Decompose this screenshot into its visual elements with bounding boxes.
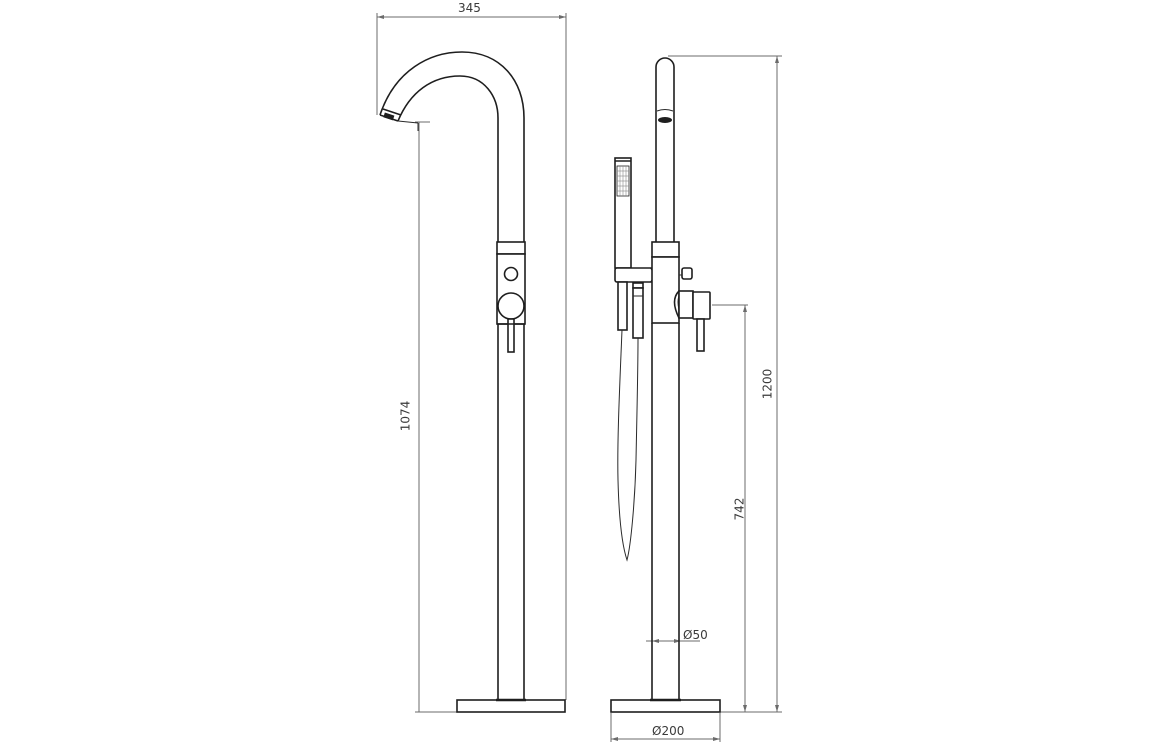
- dimension-base-diameter-line: [610, 713, 721, 742]
- dimension-base-diameter-label: Ø200: [652, 724, 685, 738]
- dimension-height-line: [415, 121, 458, 713]
- dimension-reach-line: [376, 13, 567, 700]
- dimension-overall-height-line: [668, 55, 782, 713]
- side-base-plate: [610, 698, 721, 713]
- dimension-pipe-diameter-label: Ø50: [683, 628, 708, 642]
- dimension-handle-height-line: [712, 304, 748, 712]
- dimension-handle-height-label: 742: [732, 497, 747, 521]
- hand-shower: [614, 157, 632, 269]
- shower-hose: [617, 329, 639, 562]
- side-view: [610, 55, 782, 742]
- dimension-reach-label: 345: [458, 1, 481, 15]
- dimension-overall-height-label: 1200: [760, 368, 775, 400]
- dimension-height-label: 1074: [398, 400, 413, 432]
- side-mixer-body: [651, 241, 711, 352]
- shower-holder: [614, 267, 655, 339]
- side-riser-pipe: [651, 323, 680, 700]
- dimension-pipe-diameter-line: [646, 639, 700, 643]
- front-view: [376, 13, 567, 713]
- spout: [379, 51, 525, 242]
- base-plate: [456, 698, 566, 713]
- riser-pipe: [497, 324, 525, 700]
- side-spout: [655, 57, 675, 242]
- mixer-body: [496, 241, 526, 353]
